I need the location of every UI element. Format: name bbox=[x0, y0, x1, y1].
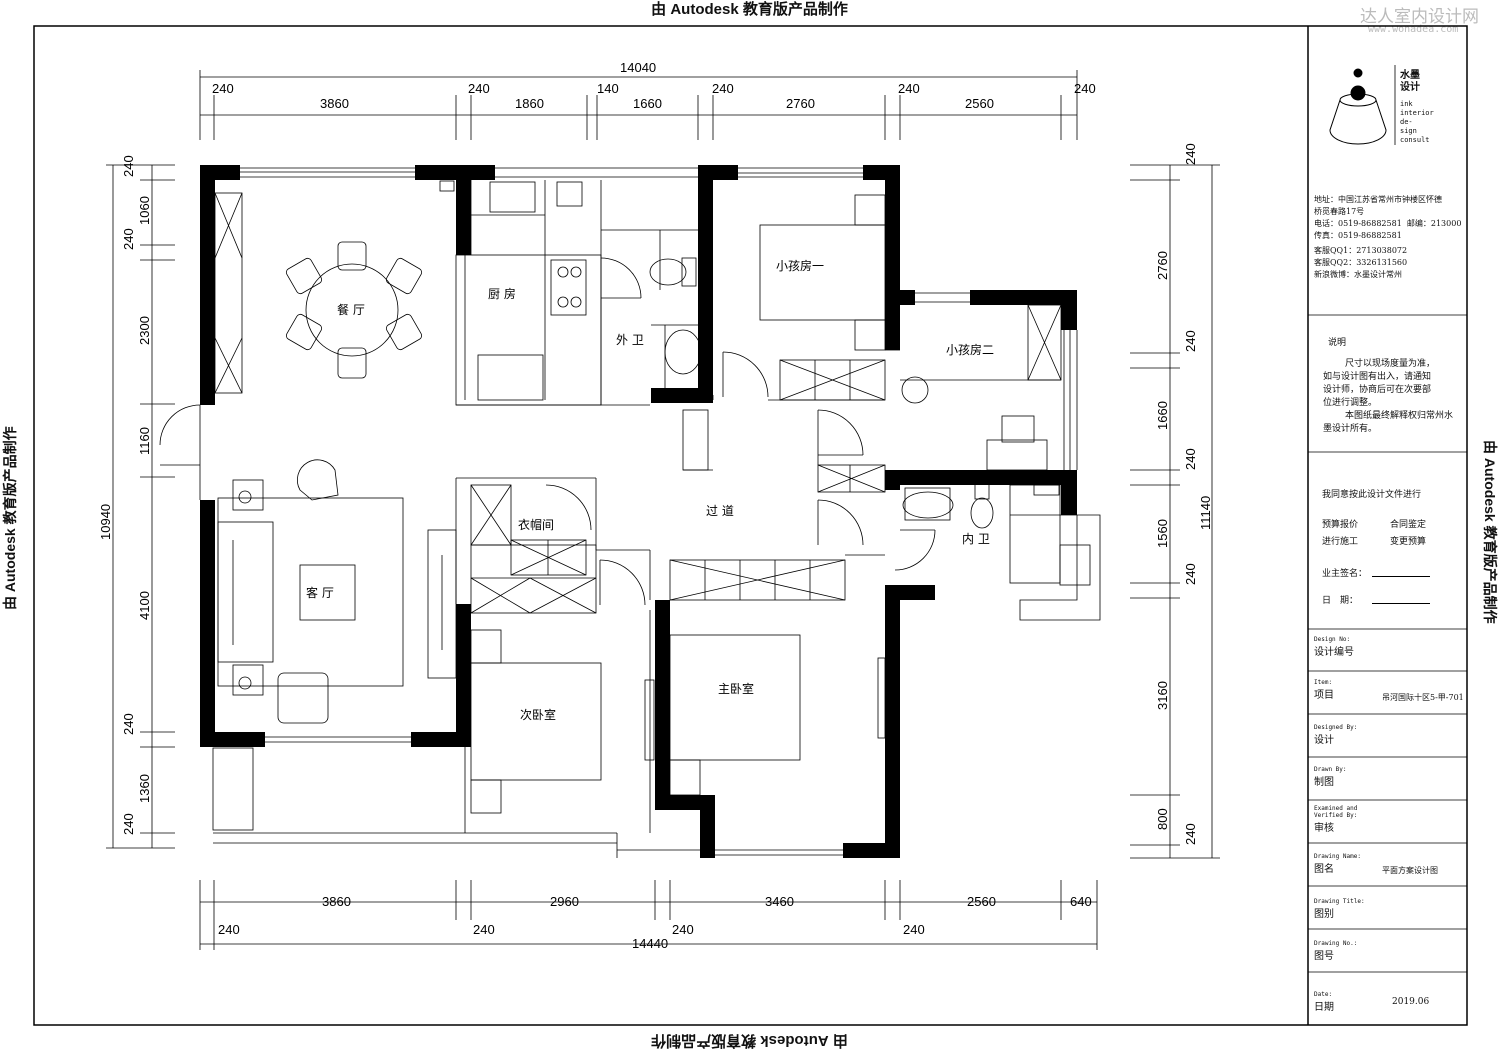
dim-right-0: 240 bbox=[1183, 143, 1198, 165]
room-master-bedroom: 主卧室 bbox=[718, 681, 754, 696]
contact-info: 地址：中国江苏省常州市钟楼区怀德 桥觅春路17号 电话：0519-8688258… bbox=[1314, 195, 1462, 279]
room-kid-2: 小孩房二 bbox=[946, 342, 994, 357]
dim-left-0: 240 bbox=[121, 155, 136, 177]
dim-top-1: 3860 bbox=[320, 96, 349, 111]
dimension-lines bbox=[106, 70, 1220, 950]
dim-left-8: 240 bbox=[121, 813, 136, 835]
title-block-lines bbox=[1308, 65, 1467, 973]
option-change: 变更预算 bbox=[1390, 537, 1427, 547]
dimension-labels: 14040 240 3860 240 1860 140 1660 240 276… bbox=[212, 60, 1096, 951]
field-drawing-no: Drawing No.:图号 bbox=[1314, 940, 1358, 962]
dim-left-5: 4100 bbox=[137, 591, 152, 620]
date-sign-line bbox=[1372, 603, 1430, 604]
field-design-no: Design No:设计编号 bbox=[1314, 636, 1354, 658]
room-second-bedroom: 次卧室 bbox=[520, 707, 556, 722]
room-kid-1: 小孩房一 bbox=[776, 258, 824, 273]
brand-cn: 水墨 设计 bbox=[1400, 70, 1420, 93]
owner-sign-line bbox=[1372, 576, 1430, 577]
room-inner-bath: 内 卫 bbox=[962, 532, 990, 546]
dim-bottom-4: 640 bbox=[1070, 894, 1092, 909]
dim-right-9: 240 bbox=[1183, 823, 1198, 845]
dim-right-8: 800 bbox=[1155, 808, 1170, 830]
field-drawing-name-value: 平面方案设计图 bbox=[1382, 866, 1438, 875]
dim-right-7: 3160 bbox=[1155, 681, 1170, 710]
dim-bottom-total: 14440 bbox=[632, 936, 668, 951]
dim-left-1: 1060 bbox=[137, 196, 152, 225]
dim-left-7: 1360 bbox=[137, 774, 152, 803]
notes-title: 说明 bbox=[1328, 338, 1347, 348]
dim-top-2: 240 bbox=[468, 81, 490, 96]
dim-right-4: 240 bbox=[1183, 448, 1198, 470]
dim-top-8: 240 bbox=[898, 81, 920, 96]
field-designed-by: Designed By:设计 bbox=[1314, 724, 1358, 746]
field-item-value: 吊河国际十区5-甲-701 bbox=[1382, 693, 1464, 702]
dim-left-4: 1160 bbox=[137, 427, 152, 455]
dim-bottom-wall-0: 240 bbox=[218, 922, 240, 937]
dim-right-total: 11140 bbox=[1198, 496, 1213, 530]
owner-sign-label: 业主签名： bbox=[1322, 569, 1368, 579]
dim-right-1: 2760 bbox=[1155, 251, 1170, 280]
dim-top-0: 240 bbox=[212, 81, 234, 96]
dim-bottom-2: 3460 bbox=[765, 894, 794, 909]
dim-top-5: 1660 bbox=[633, 96, 662, 111]
dim-right-5: 1560 bbox=[1155, 519, 1170, 548]
dim-right-2: 240 bbox=[1183, 330, 1198, 352]
room-kitchen: 厨 房 bbox=[488, 286, 516, 301]
date-sign-label: 日 期： bbox=[1322, 596, 1359, 606]
agree-text: 我同意按此设计文件进行 bbox=[1322, 490, 1422, 500]
dim-left-2: 240 bbox=[121, 228, 136, 250]
dim-top-3: 1860 bbox=[515, 96, 544, 111]
drawing-frame bbox=[33, 25, 1468, 1026]
field-verified-by: Examined and Verified By:审核 bbox=[1314, 805, 1358, 834]
dim-bottom-0: 3860 bbox=[322, 894, 351, 909]
room-corridor: 过 道 bbox=[706, 504, 734, 518]
dim-right-3: 1660 bbox=[1155, 401, 1170, 430]
room-living: 客 厅 bbox=[306, 585, 334, 600]
site-url: www.wonadea.com bbox=[1368, 24, 1459, 35]
dim-bottom-wall-3: 240 bbox=[903, 922, 925, 937]
room-guest-bath: 外 卫 bbox=[616, 333, 644, 347]
dim-bottom-3: 2560 bbox=[967, 894, 996, 909]
field-item: Item:项目 bbox=[1314, 679, 1334, 701]
field-date: Date:日期 bbox=[1314, 991, 1334, 1013]
room-labels: 餐 厅 厨 房 外 卫 小孩房一 小孩房二 过 道 衣帽间 客 厅 内 卫 次卧… bbox=[306, 258, 994, 722]
dim-left-total: 10940 bbox=[98, 504, 113, 540]
dim-bottom-wall-1: 240 bbox=[473, 922, 495, 937]
dim-top-10: 240 bbox=[1074, 81, 1096, 96]
dimension-labels-vertical: 240 1060 240 2300 1160 4100 240 1360 240… bbox=[98, 143, 1213, 845]
room-dining: 餐 厅 bbox=[337, 302, 365, 317]
option-contract: 合同鉴定 bbox=[1390, 520, 1427, 530]
field-date-value: 2019.06 bbox=[1392, 997, 1430, 1007]
dim-bottom-1: 2960 bbox=[550, 894, 579, 909]
dim-top-9: 2560 bbox=[965, 96, 994, 111]
field-drawing-name: Drawing Name:图名 bbox=[1314, 853, 1361, 875]
dim-right-6: 240 bbox=[1183, 563, 1198, 585]
site-name: 达人室内设计网 bbox=[1360, 7, 1479, 27]
dim-top-total: 14040 bbox=[620, 60, 656, 75]
dim-bottom-wall-2: 240 bbox=[672, 922, 694, 937]
dim-top-7: 2760 bbox=[786, 96, 815, 111]
notes: 尺寸以现场度量为准， 如与设计图有出入，请通知 设计师，协商后可在次要部 位进行… bbox=[1323, 359, 1454, 434]
field-drawn-by: Drawn By:制图 bbox=[1314, 766, 1347, 788]
option-quote: 预算报价 bbox=[1322, 520, 1359, 530]
interior-lines bbox=[159, 167, 1101, 858]
logo-icon bbox=[1329, 68, 1387, 145]
walls bbox=[200, 165, 1077, 858]
dim-left-3: 2300 bbox=[137, 316, 152, 345]
dim-top-4: 140 bbox=[597, 81, 619, 96]
watermark-top: 由 Autodesk 教育版产品制作 bbox=[651, 1, 848, 18]
option-construct: 进行施工 bbox=[1322, 537, 1359, 547]
dim-top-6: 240 bbox=[712, 81, 734, 96]
room-cloakroom: 衣帽间 bbox=[518, 517, 554, 532]
field-drawing-title: Drawing Title:图别 bbox=[1314, 898, 1365, 920]
dim-left-6: 240 bbox=[121, 713, 136, 735]
